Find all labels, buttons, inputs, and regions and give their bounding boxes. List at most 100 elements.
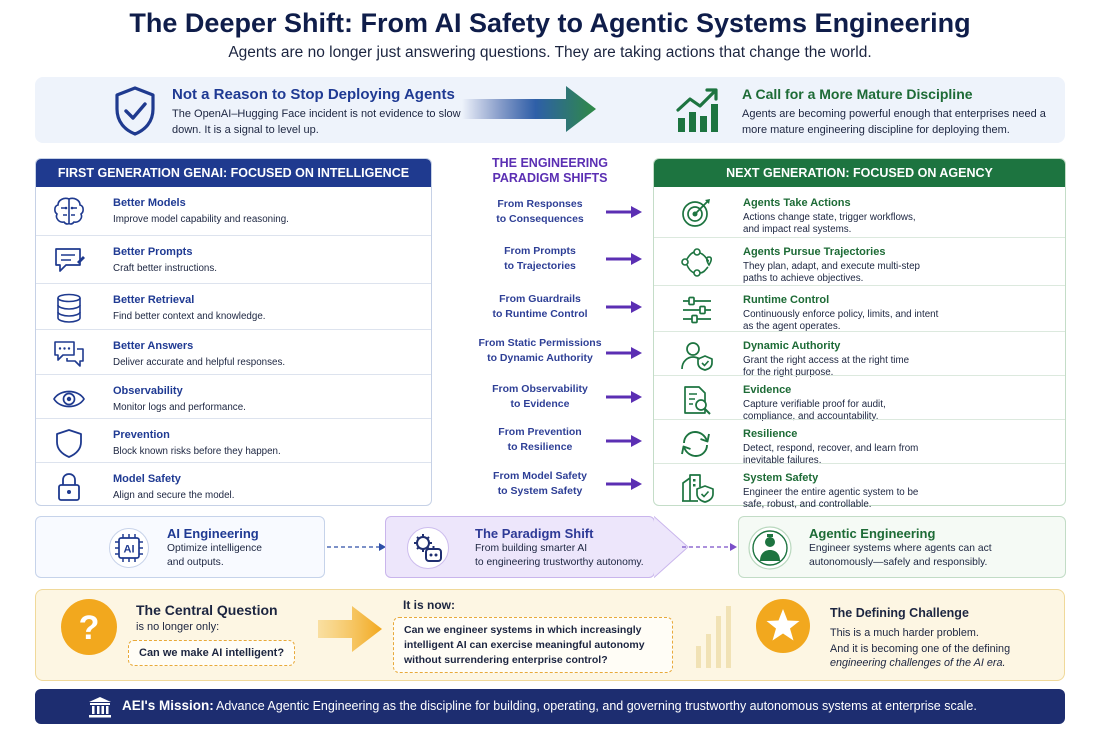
target-icon bbox=[682, 199, 710, 227]
arrow-right-icon bbox=[606, 206, 642, 218]
star-icon bbox=[756, 599, 810, 653]
central-question-title: The Central Question bbox=[136, 602, 278, 618]
shift-from: From Model Safety bbox=[493, 470, 587, 482]
institution-icon bbox=[89, 697, 111, 718]
path-icon bbox=[681, 248, 713, 277]
next-gen-item-desc-line: Actions change state, trigger workflows, bbox=[743, 212, 916, 223]
dashed-arrow-icon bbox=[327, 543, 386, 551]
first-gen-item-desc: Align and secure the model. bbox=[113, 490, 235, 501]
next-gen-item: Agents Take Actions Actions change state… bbox=[654, 189, 1065, 235]
agent-icon bbox=[748, 526, 792, 570]
document-search-icon bbox=[684, 386, 711, 415]
first-gen-heading: FIRST GENERATION GENAI: FOCUSED ON INTEL… bbox=[36, 159, 431, 187]
paradigm-shift-title: The Paradigm Shift bbox=[475, 526, 594, 541]
next-gen-item-desc: Actions change state, trigger workflows,… bbox=[743, 212, 1063, 236]
agentic-engineering-desc: Engineer systems where agents can act aut… bbox=[809, 542, 992, 570]
ai-engineering-desc-line: and outputs. bbox=[167, 557, 224, 568]
first-gen-item-title: Better Prompts bbox=[113, 246, 193, 258]
next-gen-item: Evidence Capture verifiable proof for au… bbox=[654, 375, 1065, 422]
arrow-right-icon bbox=[606, 301, 642, 313]
ai-engineering-desc-line: Optimize intelligence bbox=[167, 543, 263, 554]
sliders-icon bbox=[683, 296, 711, 324]
next-gen-item-desc: Continuously enforce policy, limits, and… bbox=[743, 309, 1063, 333]
next-gen-item-desc-line: Grant the right access at the right time bbox=[743, 355, 910, 366]
question-mark-glyph: ? bbox=[79, 609, 100, 647]
agentic-engineering-box: Agentic Engineering Engineer systems whe… bbox=[738, 516, 1066, 578]
arrow-right-icon bbox=[606, 347, 642, 359]
shift-to: to Evidence bbox=[510, 398, 570, 410]
shift-to: to Trajectories bbox=[504, 260, 576, 272]
agentic-engineering-desc-line: Engineer systems where agents can act bbox=[809, 543, 992, 554]
next-gen-item-title: Runtime Control bbox=[743, 294, 830, 306]
ai-chip-icon: AI bbox=[109, 528, 149, 568]
new-question-text: Can we engineer systems in which increas… bbox=[404, 623, 645, 668]
first-gen-item: Better Answers Deliver accurate and help… bbox=[36, 329, 431, 375]
mission-bar bbox=[35, 689, 1065, 724]
growth-chart-icon bbox=[676, 88, 718, 132]
page-title: The Deeper Shift: From AI Safety to Agen… bbox=[129, 8, 971, 38]
next-gen-item-desc-line: Detect, respond, recover, and learn from bbox=[743, 443, 919, 454]
next-gen-item-desc-line: They plan, adapt, and execute multi-step bbox=[743, 261, 920, 272]
next-gen-item-desc: Engineer the entire agentic system to be… bbox=[743, 487, 1063, 511]
ai-chip-label: AI bbox=[124, 544, 135, 556]
ai-engineering-box: AI AI Engineering Optimize intelligence a… bbox=[35, 516, 325, 578]
gear-robot-icon bbox=[407, 527, 449, 569]
shift-from: From Prevention bbox=[498, 426, 582, 438]
amber-arrow-icon bbox=[318, 606, 382, 652]
next-gen-item-desc-line: inevitable failures. bbox=[743, 455, 822, 466]
speech-bubbles-icon bbox=[54, 341, 84, 367]
agentic-engineering-desc-line: autonomously—safely and responsibly. bbox=[809, 557, 988, 568]
challenge-title: The Defining Challenge bbox=[830, 606, 969, 620]
agentic-engineering-title: Agentic Engineering bbox=[809, 526, 936, 541]
ai-engineering-title: AI Engineering bbox=[167, 526, 259, 541]
shift-from: From Observability bbox=[492, 383, 588, 395]
paradigm-shift-desc-line: to engineering trustworthy autonomy. bbox=[475, 557, 644, 568]
faint-bars-icon bbox=[696, 606, 731, 668]
first-gen-panel: FIRST GENERATION GENAI: FOCUSED ON INTEL… bbox=[35, 158, 432, 506]
first-gen-item: Observability Monitor logs and performan… bbox=[36, 374, 431, 420]
old-question-box: Can we make AI intelligent? bbox=[128, 640, 295, 666]
first-gen-item-title: Observability bbox=[113, 385, 183, 397]
question-mark-icon: ? bbox=[61, 599, 117, 655]
first-gen-item-desc: Improve model capability and reasoning. bbox=[113, 214, 289, 225]
next-gen-item-desc-line: safe, robust, and controllable. bbox=[743, 499, 872, 510]
new-question-line: without surrendering enterprise control? bbox=[404, 654, 608, 666]
next-gen-item-desc-line: Continuously enforce policy, limits, and… bbox=[743, 309, 939, 320]
shift-item: From Observability to Evidence bbox=[455, 382, 625, 412]
brain-icon bbox=[54, 197, 84, 225]
old-question-text: Can we make AI intelligent? bbox=[139, 647, 285, 659]
page-subtitle: Agents are no longer just answering ques… bbox=[228, 44, 872, 61]
gradient-arrow-icon bbox=[462, 86, 596, 132]
first-gen-item: Better Retrieval Find better context and… bbox=[36, 283, 431, 329]
database-icon bbox=[57, 293, 81, 323]
arrow-right-icon bbox=[606, 253, 642, 265]
shield-icon bbox=[56, 429, 82, 458]
next-gen-panel: NEXT GENERATION: FOCUSED ON AGENCY Agent… bbox=[653, 158, 1066, 510]
next-gen-item-desc-line: as the agent operates. bbox=[743, 321, 841, 332]
first-gen-item-title: Better Retrieval bbox=[113, 294, 195, 306]
new-question-line: intelligent AI can exercise meaningful a… bbox=[404, 639, 645, 651]
next-gen-item-desc: Grant the right access at the right time… bbox=[743, 355, 1063, 379]
first-gen-item-desc: Craft better instructions. bbox=[113, 263, 217, 274]
shift-to: to Consequences bbox=[496, 213, 584, 225]
first-gen-item-title: Better Answers bbox=[113, 340, 194, 352]
first-gen-item-title: Model Safety bbox=[113, 473, 181, 485]
shifts-heading-line: PARADIGM SHIFTS bbox=[492, 171, 608, 185]
first-gen-item-desc: Monitor logs and performance. bbox=[113, 402, 246, 413]
first-gen-item: Model Safety Align and secure the model. bbox=[36, 462, 431, 508]
shift-to: to System Safety bbox=[497, 485, 583, 497]
next-gen-item-desc-line: compliance, and accountability. bbox=[743, 411, 879, 422]
arrow-right-icon bbox=[606, 478, 642, 490]
dashed-arrow-icon bbox=[682, 543, 737, 551]
next-gen-item: Resilience Detect, respond, recover, and… bbox=[654, 419, 1065, 466]
first-gen-item-desc: Block known risks before they happen. bbox=[113, 446, 281, 457]
next-gen-item-desc-line: paths to achieve objectives. bbox=[743, 273, 864, 284]
next-gen-item-title: Evidence bbox=[743, 384, 792, 396]
banner-right-body: Agents are becoming powerful enough that… bbox=[742, 108, 1046, 136]
new-question-line: Can we engineer systems in which increas… bbox=[404, 624, 642, 636]
user-shield-icon bbox=[681, 342, 713, 371]
banner-left-title: Not a Reason to Stop Deploying Agents bbox=[172, 86, 455, 103]
next-gen-item-desc-line: Engineer the entire agentic system to be bbox=[743, 487, 919, 498]
first-gen-item-desc: Find better context and knowledge. bbox=[113, 311, 266, 322]
first-gen-item-title: Better Models bbox=[113, 197, 186, 209]
